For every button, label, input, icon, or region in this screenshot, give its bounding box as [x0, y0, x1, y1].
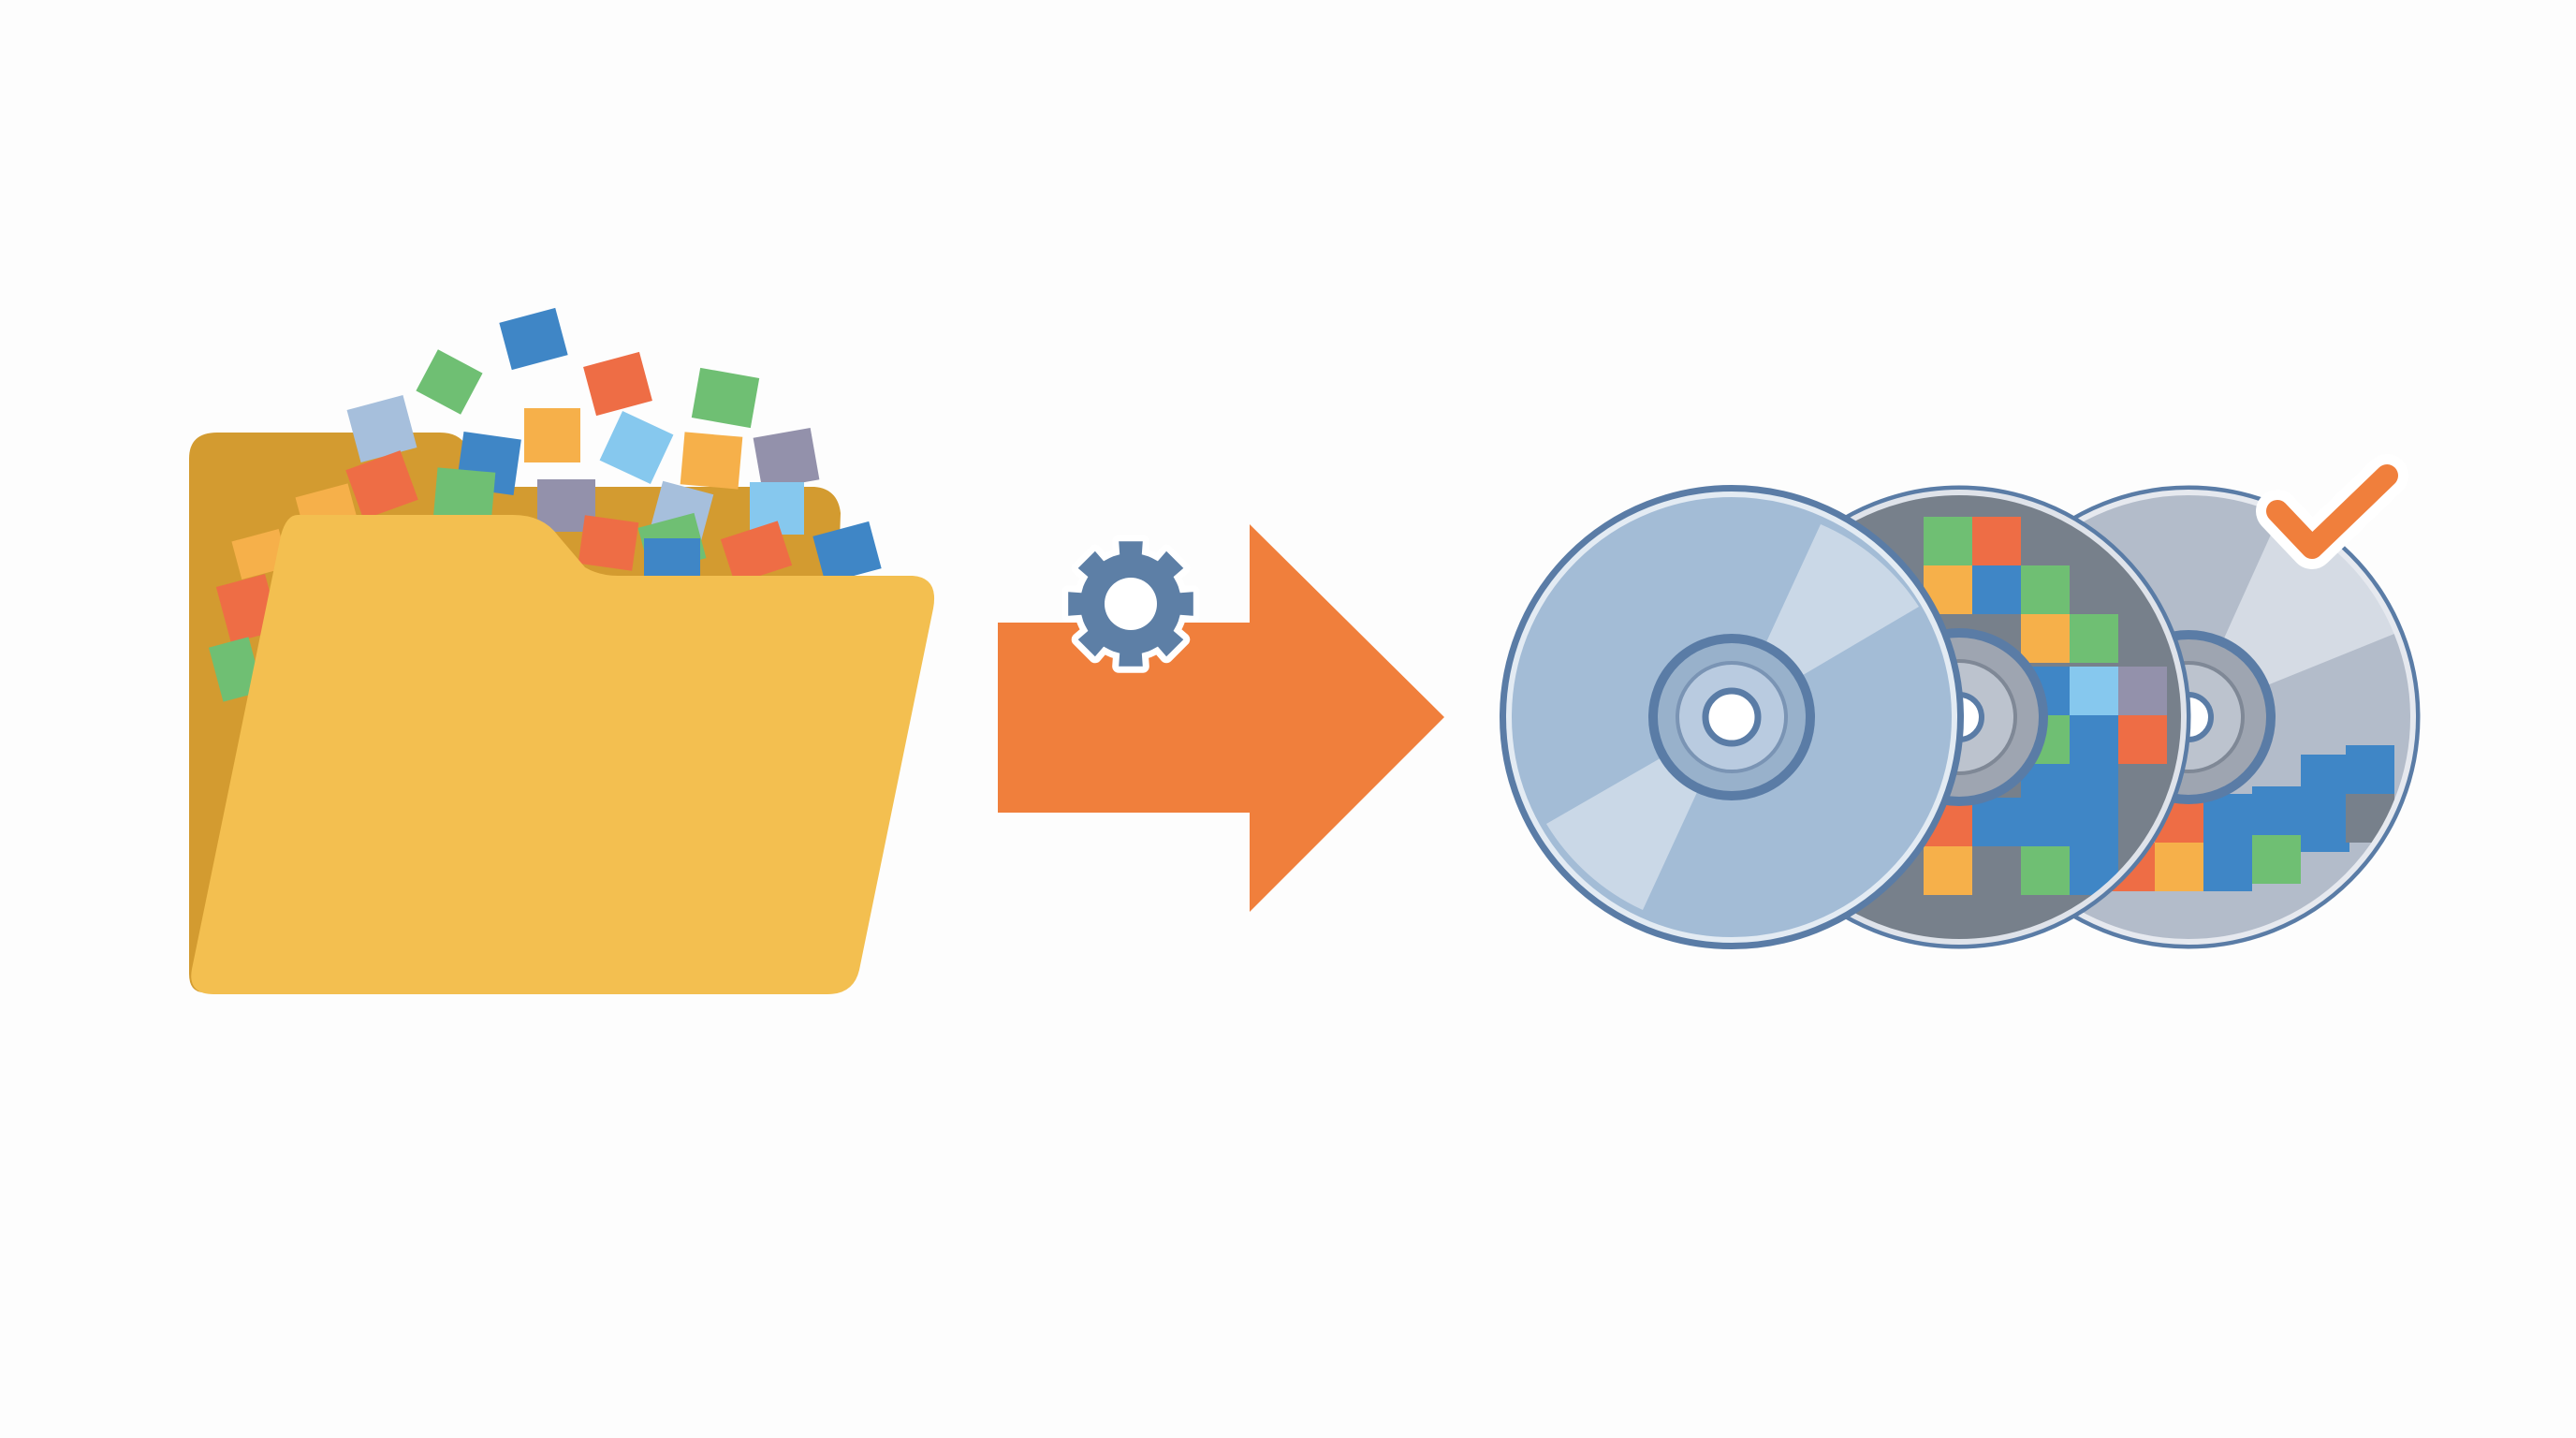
data-block [2155, 843, 2203, 891]
file-tile [812, 521, 882, 584]
data-block [2118, 667, 2167, 715]
data-block [1972, 565, 2021, 614]
checkmark-icon [2256, 454, 2408, 569]
disc-front [1500, 485, 1964, 949]
data-block [2070, 667, 2118, 715]
file-tile [578, 515, 639, 571]
file-tile [499, 307, 568, 371]
folder-icon [189, 307, 935, 994]
data-block [2203, 843, 2252, 891]
file-tile [599, 411, 674, 484]
data-block [2301, 803, 2349, 852]
data-block [1924, 846, 1972, 895]
data-block [2118, 715, 2167, 764]
data-block [1972, 517, 2021, 565]
file-tile [346, 394, 417, 463]
file-tile [524, 408, 580, 462]
file-tile [345, 450, 418, 520]
process-arrow [998, 524, 1444, 912]
data-block [1924, 517, 1972, 565]
file-tiles [208, 307, 882, 702]
data-block [2021, 614, 2070, 663]
data-block [2021, 846, 2070, 895]
file-tile [208, 637, 264, 702]
data-block [2070, 614, 2118, 663]
gear-icon [1061, 535, 1200, 673]
file-tile [680, 432, 743, 490]
folder-front-panel [191, 515, 935, 994]
file-tile [691, 367, 760, 429]
data-block [2252, 835, 2301, 884]
data-block [1972, 798, 2021, 846]
file-tile [720, 521, 793, 584]
data-block [2203, 794, 2252, 843]
gear-hole [1105, 578, 1157, 630]
arrow-shape [998, 524, 1444, 912]
data-block [2070, 715, 2118, 764]
file-tile [644, 538, 700, 576]
data-block [2070, 764, 2118, 813]
file-tile [432, 467, 496, 525]
data-block [2301, 755, 2349, 803]
data-block [2252, 786, 2301, 835]
disc-back-data-area [2106, 745, 2394, 891]
data-block [2346, 745, 2394, 794]
file-tile [753, 428, 820, 490]
file-tile [416, 349, 483, 415]
data-block [2118, 764, 2167, 813]
file-tile [583, 351, 652, 417]
data-block [1972, 846, 2021, 895]
data-block [2021, 565, 2070, 614]
